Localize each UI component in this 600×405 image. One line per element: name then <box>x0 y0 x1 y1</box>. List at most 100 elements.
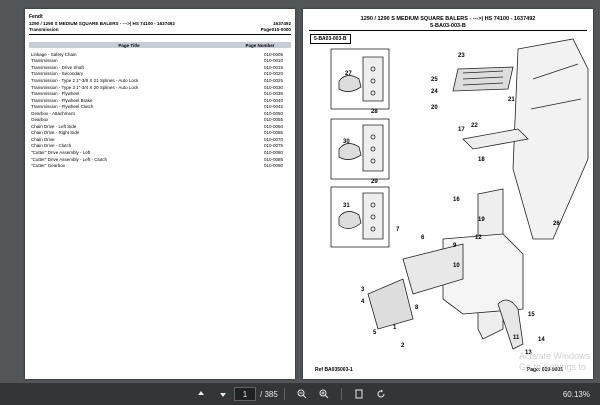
toc-title[interactable]: "Cutter" Drive Assembly - Left <box>31 149 91 155</box>
toc-title[interactable]: Transmission - Secondary <box>31 71 84 77</box>
toc-title[interactable]: Chain Drive - Clutch <box>31 143 72 149</box>
diagram-ref-box: 5-BA03-003-B <box>310 34 351 44</box>
toc-page[interactable]: 010-0060 <box>264 123 284 129</box>
toc-header-page: Page Number <box>245 42 275 48</box>
rotate-button[interactable] <box>370 385 392 403</box>
toc-page[interactable]: 010-0085 <box>264 156 284 162</box>
toc-row[interactable]: Chain Drive - Clutch 010-0075 <box>29 143 291 150</box>
callout: 10 <box>453 263 460 269</box>
toc-title[interactable]: Transmission - Flywheel <box>31 91 80 97</box>
toc-title[interactable]: "Cutter" Drive Assembly - Left - Clutch <box>31 156 107 162</box>
callout: 19 <box>478 217 485 223</box>
toc-page[interactable]: 010-0015 <box>264 64 284 70</box>
toc-row[interactable]: Transmission - Flywheel Brake 010-0040 <box>29 97 291 104</box>
callout: 17 <box>458 127 465 133</box>
fit-page-button[interactable] <box>348 385 370 403</box>
prev-page-button[interactable] <box>190 385 212 403</box>
toc-title[interactable]: Transmission - Type 3 1"-3/4 X 20 Spline… <box>31 84 139 90</box>
toc-title[interactable]: Transmission - Flywheel Brake <box>31 97 93 103</box>
toc-page[interactable]: 010-0090 <box>264 163 284 169</box>
toc-page[interactable]: 010-0010 <box>264 58 284 64</box>
toc-title[interactable]: Chain Drive - Left Side <box>31 123 77 129</box>
arrow-up-icon <box>198 391 204 395</box>
page-number-input[interactable]: 1 <box>234 387 256 401</box>
toc-row[interactable]: "Cutter" Drive Assembly - Left 010-0080 <box>29 149 291 156</box>
header-title: 1290 / 1290 S MEDIUM SQUARE BALERS - ---… <box>29 21 175 26</box>
toc-page[interactable]: 010-0020 <box>264 71 284 77</box>
toc-page[interactable]: 010-0070 <box>264 136 284 142</box>
toc-page[interactable]: 010-0045 <box>264 104 284 110</box>
toc-title[interactable]: Chain Drive <box>31 136 55 142</box>
toc-row[interactable]: "Cutter" Gearbox 010-0090 <box>29 162 291 169</box>
callout: 28 <box>371 109 378 115</box>
toc-page[interactable]: 010-0005 <box>264 51 284 57</box>
next-page-button[interactable] <box>212 385 234 403</box>
inset-detail-3 <box>330 186 390 248</box>
callout: 26 <box>553 221 560 227</box>
toc-row[interactable]: Gearbox 010-0055 <box>29 116 291 123</box>
toc-title[interactable]: Chain Drive - Right Side <box>31 130 80 136</box>
toc-row[interactable]: "Cutter" Drive Assembly - Left - Clutch 0… <box>29 156 291 163</box>
toc-row[interactable]: Transmission - Secondary 010-0020 <box>29 71 291 78</box>
zoom-in-icon <box>319 389 329 399</box>
toc-page[interactable]: 010-0030 <box>264 84 284 90</box>
toc-row[interactable]: Transmission - Type 2 1"-3/8 X 21 Spline… <box>29 77 291 84</box>
callout: 7 <box>396 227 400 233</box>
toc-header-title: Page Title <box>118 42 140 48</box>
toc-row[interactable]: Transmission 010-0010 <box>29 58 291 65</box>
toc-row[interactable]: Chain Drive - Left Side 010-0060 <box>29 123 291 130</box>
callout: 13 <box>525 350 532 356</box>
callout: 27 <box>345 71 352 77</box>
toc-page[interactable]: 010-0040 <box>264 97 284 103</box>
toolbar-divider <box>283 388 285 400</box>
toc-page[interactable]: 010-0065 <box>264 130 284 136</box>
toc-row[interactable]: Chain Drive - Right Side 010-0065 <box>29 130 291 137</box>
parts-diagram: 27 28 30 29 31 25 23 24 20 21 17 22 18 1… <box>330 38 589 356</box>
main-frame <box>367 38 589 350</box>
toc-page[interactable]: 010-0025 <box>264 77 284 83</box>
toolbar-divider <box>340 388 342 400</box>
callout: 23 <box>458 53 465 59</box>
toc-row[interactable]: Transmission - Type 3 1"-3/4 X 20 Spline… <box>29 84 291 91</box>
callout: 2 <box>401 343 405 349</box>
toc-title[interactable]: Gearbox <box>31 117 49 123</box>
toc-title[interactable]: Transmission - Flywheel Clutch <box>31 104 94 110</box>
toc-title[interactable]: Linkage - Safety Chain <box>31 51 77 57</box>
toc-row[interactable]: Chain Drive 010-0070 <box>29 136 291 143</box>
callout: 25 <box>431 77 438 83</box>
brand-label: Fendt <box>29 14 43 20</box>
callout: 24 <box>431 89 438 95</box>
toc-row[interactable]: Gearbox - Attachment 010-0050 <box>29 110 291 117</box>
zoom-in-button[interactable] <box>313 385 335 403</box>
toc-title[interactable]: Gearbox - Attachment <box>31 110 75 116</box>
toc-row[interactable]: Transmission - Flywheel Clutch 010-0045 <box>29 103 291 110</box>
header-code: 1637492 <box>273 21 291 26</box>
toc-title[interactable]: Transmission <box>31 58 58 64</box>
callout: 8 <box>415 305 419 311</box>
page-ref: Page010-0000 <box>260 27 291 32</box>
callout: 29 <box>371 179 378 185</box>
callout: 3 <box>361 287 365 293</box>
callout: 1 <box>393 325 397 331</box>
callout: 6 <box>421 235 425 241</box>
footer-page: Page: 010-0005 <box>526 367 563 373</box>
toc-row[interactable]: Transmission - Drive Shaft 010-0015 <box>29 64 291 71</box>
toc-row[interactable]: Transmission - Flywheel 010-0035 <box>29 90 291 97</box>
toc-row[interactable]: Linkage - Safety Chain 010-0005 <box>29 51 291 58</box>
toc-page[interactable]: 010-0080 <box>264 149 284 155</box>
toc-title[interactable]: Transmission - Drive Shaft <box>31 64 84 70</box>
toc-title[interactable]: Transmission - Type 2 1"-3/8 X 21 Spline… <box>31 77 139 83</box>
watermark-line: Activate Windows <box>518 351 590 361</box>
toc-page[interactable]: 010-0055 <box>264 117 284 123</box>
toc-page[interactable]: 010-0075 <box>264 143 284 149</box>
zoom-out-icon <box>297 389 307 399</box>
toc-page[interactable]: 010-0050 <box>264 110 284 116</box>
toc-title[interactable]: "Cutter" Gearbox <box>31 163 65 169</box>
callout: 20 <box>431 105 438 111</box>
callout: 14 <box>538 337 545 343</box>
callout: 11 <box>513 335 520 341</box>
watermark-line: Go to Settings to <box>518 362 587 372</box>
zoom-out-button[interactable] <box>291 385 313 403</box>
toc-page[interactable]: 010-0035 <box>264 91 284 97</box>
diagram-page-subtitle: 5-BA03-003-B <box>430 23 466 29</box>
